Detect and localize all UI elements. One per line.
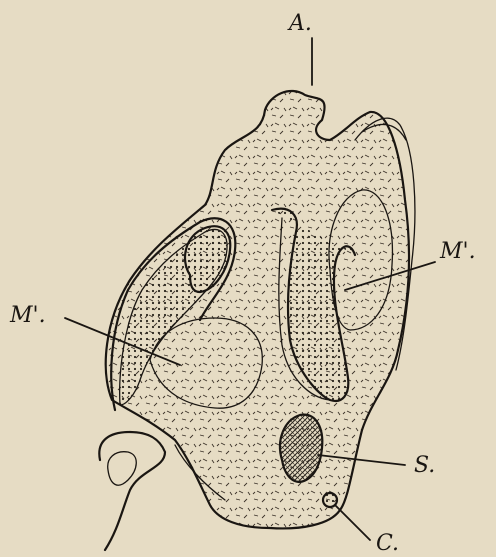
label-c: C. [376, 531, 399, 556]
lower-left-stalk [99, 432, 165, 550]
label-s: S. [414, 453, 435, 478]
label-m1: M'. [9, 303, 46, 328]
structure-s [280, 415, 322, 482]
leader-c [335, 505, 370, 540]
lower-left-stalk-inner [108, 452, 137, 486]
label-a: A. [287, 11, 312, 36]
label-m2: M'. [439, 239, 476, 264]
